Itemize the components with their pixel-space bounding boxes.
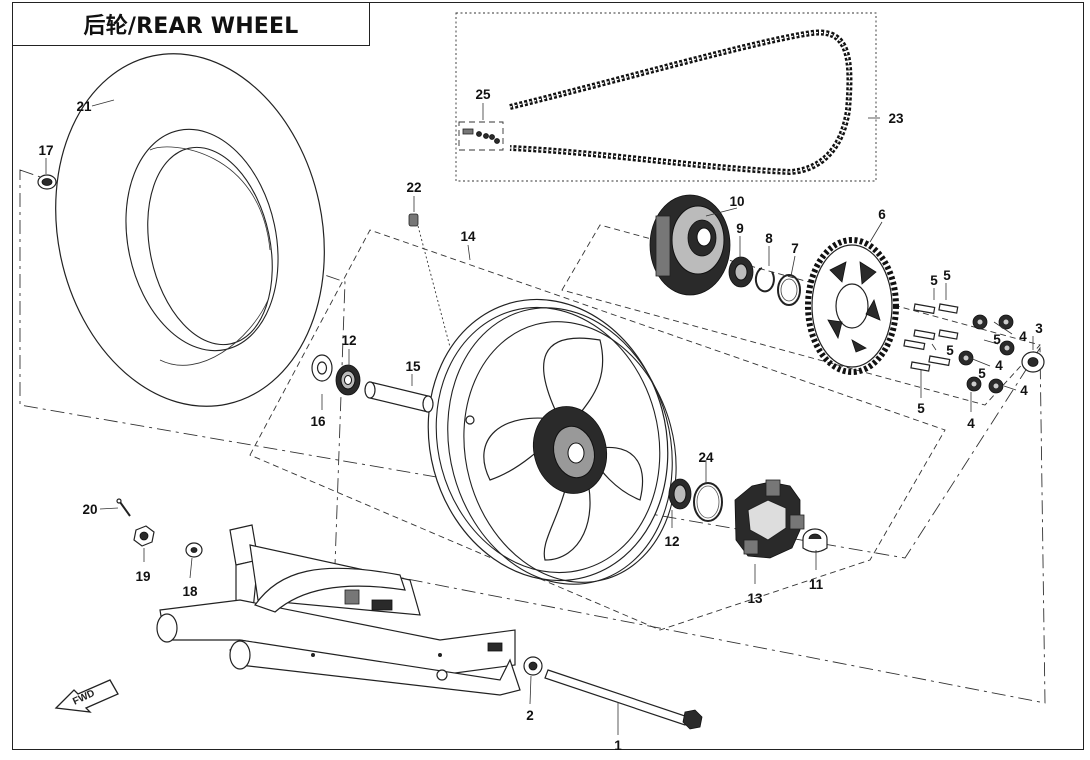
rear-rim: [427, 298, 677, 585]
callout-5-b: 5: [943, 268, 951, 283]
chain-joint: [462, 128, 500, 144]
callout-7: 7: [791, 241, 799, 256]
callout-21: 21: [76, 99, 92, 114]
o-ring-24: [693, 482, 723, 522]
callout-6: 6: [878, 207, 886, 222]
callout-22: 22: [406, 180, 421, 195]
sprocket-bolts: [903, 303, 959, 372]
callout-13: 13: [747, 591, 763, 606]
callout-17: 17: [38, 143, 53, 158]
callout-4-a: 4: [1019, 329, 1027, 344]
callout-16: 16: [310, 414, 326, 429]
callout-15: 15: [405, 359, 421, 374]
callout-12-right: 12: [664, 534, 679, 549]
sprocket-carrier: [649, 194, 731, 296]
callout-5-d: 5: [946, 343, 954, 358]
callout-5-e: 5: [978, 366, 986, 381]
wheel-assembly-boundary: [19, 169, 1046, 704]
rear-sprocket: [805, 237, 899, 375]
callout-20: 20: [82, 502, 97, 517]
diagram-title: 后轮/REAR WHEEL: [12, 2, 370, 46]
washer-2: [523, 656, 543, 676]
swingarm: [156, 524, 521, 696]
callout-4-b: 4: [995, 358, 1003, 373]
callout-9: 9: [736, 221, 744, 236]
forward-direction-arrow: [54, 679, 119, 713]
callout-5-a: 5: [930, 273, 938, 288]
callout-19: 19: [135, 569, 150, 584]
drive-chain: [509, 29, 853, 176]
callout-5-f: 5: [917, 401, 925, 416]
sprocket-group-boundary: [561, 224, 1041, 406]
rear-axle: [544, 669, 703, 730]
callout-1: 1: [614, 738, 622, 753]
callout-8: 8: [765, 231, 773, 246]
rear-tire: [55, 53, 325, 407]
spacer-7: [777, 274, 801, 306]
callout-3: 3: [1035, 321, 1043, 336]
valve-stem: [37, 174, 57, 190]
callout-23: 23: [888, 111, 904, 126]
callout-5-c: 5: [993, 332, 1001, 347]
chain-joint-boundary: [458, 121, 504, 151]
callout-10: 10: [729, 194, 744, 209]
hub-group-boundary: [249, 229, 946, 631]
callout-18: 18: [182, 584, 198, 599]
circlip-8: [754, 267, 775, 293]
spacer-washer-16: [311, 354, 333, 382]
callout-11: 11: [809, 577, 824, 592]
chain-group-boundary: [455, 12, 877, 182]
bearing-9: [728, 256, 754, 288]
callout-24: 24: [698, 450, 714, 465]
washer-18: [185, 542, 203, 558]
callout-4-c: 4: [1020, 383, 1028, 398]
leader-lines: [45, 99, 1034, 735]
bearing-12-left: [335, 364, 361, 396]
axle-nut-19: [133, 525, 155, 547]
callout-25: 25: [475, 87, 491, 102]
callout-12-left: 12: [341, 333, 356, 348]
callout-2: 2: [526, 708, 534, 723]
callout-4-d: 4: [967, 416, 975, 431]
bearing-12-right: [668, 478, 692, 510]
callout-14: 14: [460, 229, 476, 244]
collar-11: [802, 528, 828, 553]
cush-drive-damper: [734, 479, 805, 559]
sprocket-nuts: [958, 314, 1015, 394]
distance-collar-15: [364, 381, 434, 413]
cotter-pin-20: [116, 498, 131, 517]
washer-3: [1021, 351, 1045, 373]
